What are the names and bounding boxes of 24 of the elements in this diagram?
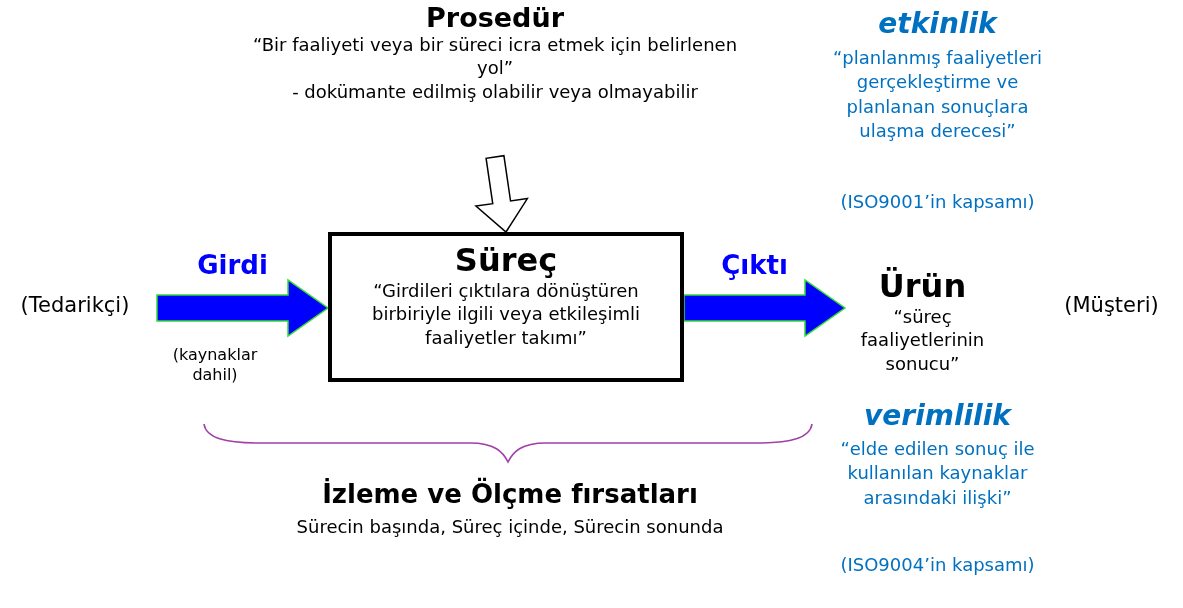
node-heading: Süreç: [454, 242, 558, 279]
customer-text: (Müşteri): [1063, 292, 1160, 319]
node-heading: Prosedür: [426, 2, 564, 34]
scope-note: (ISO9004’in kapsamı): [839, 553, 1036, 577]
node-heading: Ürün: [878, 268, 967, 305]
node-text: “Girdileri çıktılara dönüştüren birbiriyle ilgili veya etkileşimli faaliyetler takımı”: [371, 278, 641, 349]
subtitle-text: Sürecin başında, Süreç içinde, Sürecin sonunda: [295, 516, 725, 539]
section-heading: İzleme ve Ölçme fırsatları: [321, 478, 699, 511]
block-arrow: [156, 278, 330, 338]
supplier-text: (Tedarikçi): [19, 292, 131, 319]
edge-label: Çıktı: [721, 250, 788, 280]
node-text: - dokümante edilmiş olabilir veya olmayabilir: [292, 79, 698, 104]
note-text: (kaynaklar dahil): [171, 345, 259, 385]
definition-text: “planlanmış faaliyetleri gerçekleştirme ve planlanan sonuçlara ulaşma derecesi”: [832, 46, 1043, 143]
block-arrow: [474, 154, 529, 234]
term-heading: verimlilik: [863, 398, 1013, 433]
edge-label: Girdi: [197, 250, 268, 280]
node-text: “süreç faaliyetlerinin sonucu”: [859, 304, 986, 375]
scope-note: (ISO9001’in kapsamı): [839, 190, 1036, 214]
process-box: [328, 232, 684, 382]
block-arrow: [683, 278, 847, 338]
definition-text: “elde edilen sonuç ile kullanılan kaynaklar arasındaki ilişki”: [839, 437, 1036, 510]
node-text: “Bir faaliyeti veya bir süreci icra etmek için belirlenen yol”: [251, 33, 739, 80]
term-heading: etkinlik: [877, 6, 999, 41]
